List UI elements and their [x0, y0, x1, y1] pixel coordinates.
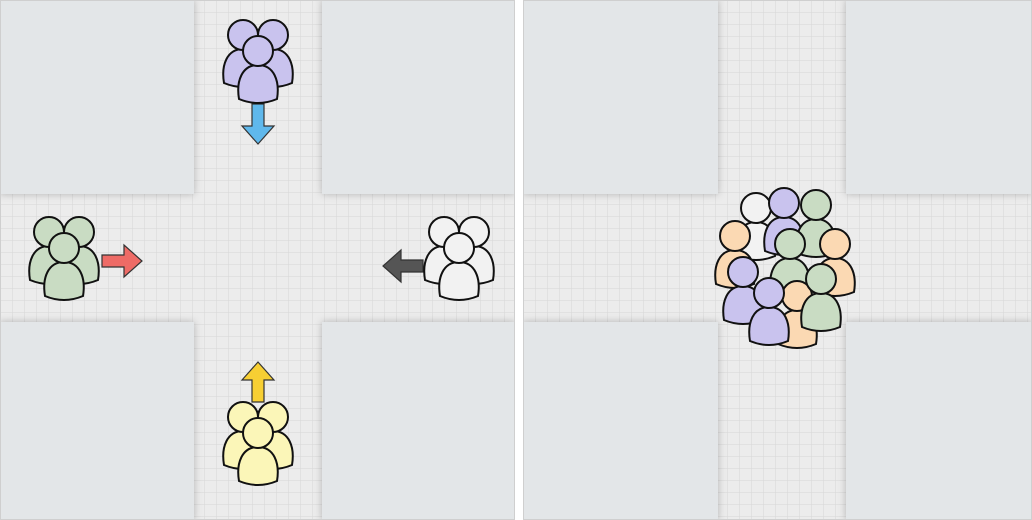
- scene-after-panel: [523, 0, 1032, 520]
- intersection-after: [523, 0, 1032, 520]
- block-top-right: [846, 0, 1032, 194]
- block-top-left: [523, 0, 718, 194]
- block-bottom-right: [846, 322, 1032, 520]
- person-icon: [801, 264, 840, 331]
- person-icon: [238, 36, 277, 103]
- block-top-left: [0, 0, 194, 194]
- person-icon: [44, 233, 83, 300]
- person-icon: [238, 418, 277, 485]
- block-bottom-right: [322, 322, 515, 520]
- person-icon: [749, 278, 788, 345]
- intersection-before: [0, 0, 515, 520]
- block-bottom-left: [0, 322, 194, 520]
- scene-before-panel: [0, 0, 515, 520]
- person-icon: [439, 233, 478, 300]
- block-bottom-left: [523, 322, 718, 520]
- block-top-right: [322, 0, 515, 194]
